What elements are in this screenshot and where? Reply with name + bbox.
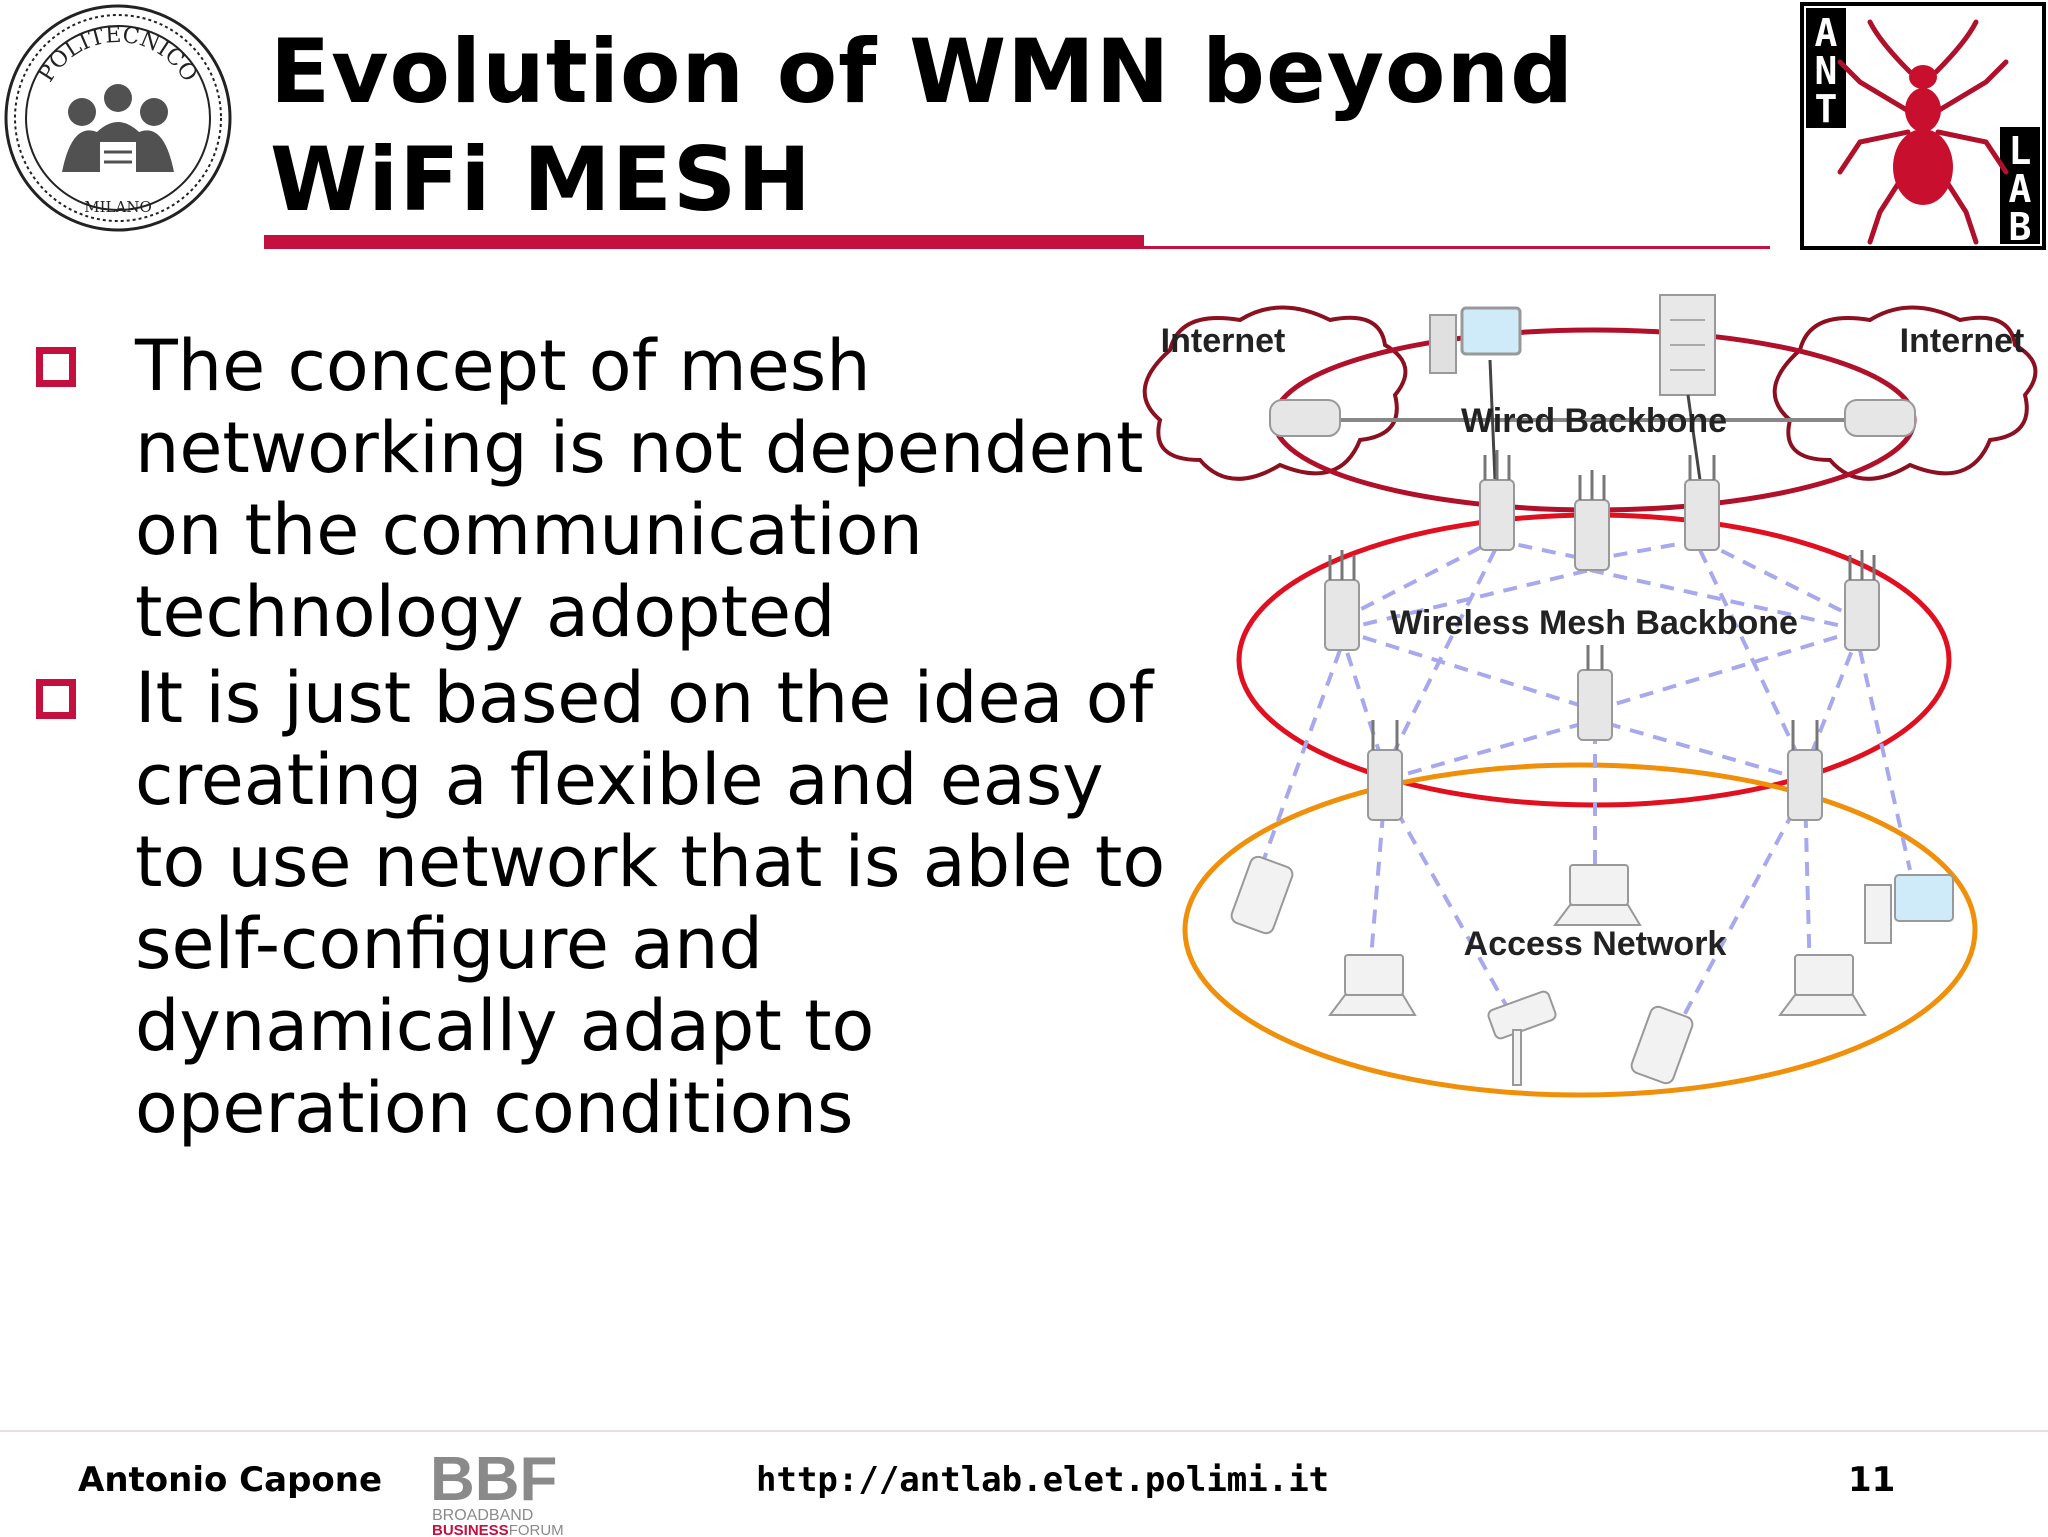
footer-divider (0, 1430, 2048, 1432)
bullet-list: The concept of mesh networking is not de… (30, 325, 1170, 1153)
pda-icon (1630, 1005, 1694, 1085)
title-underline-thin (1144, 246, 1770, 249)
footer-author: Antonio Capone (78, 1460, 383, 1500)
pda-icon (1230, 855, 1294, 935)
antlab-letter-n: N (1815, 49, 1838, 93)
bbf-logo-sub1: BROADBAND (432, 1507, 533, 1524)
router-right-icon (1844, 399, 1916, 437)
laptop-icon (1553, 864, 1642, 926)
server-rack-icon (1659, 294, 1716, 396)
access-network-label: Access Network (1464, 925, 1727, 963)
wired-backbone-label: Wired Backbone (1461, 402, 1727, 440)
bullet-text-1: The concept of mesh networking is not de… (135, 325, 1144, 653)
laptop-icon (1328, 954, 1417, 1016)
bbf-logo-main: BBF (430, 1445, 557, 1514)
internet-cloud-left-icon (1142, 305, 1408, 481)
wireless-mesh-backbone-label: Wireless Mesh Backbone (1390, 604, 1798, 642)
bbf-logo-sub2: BUSINESSFORUM (432, 1522, 564, 1536)
mesh-router-icon (1787, 749, 1823, 821)
antlab-letter-a: A (1815, 11, 1838, 55)
security-camera-icon (1487, 990, 1557, 1086)
antlab-logo: A N T L A B (1800, 2, 2046, 250)
internet-cloud-right-icon (1772, 305, 2038, 481)
mesh-router-icon (1324, 579, 1360, 651)
antlab-letter-l: L (2009, 129, 2032, 173)
footer-url: http://antlab.elet.polimi.it (756, 1460, 1330, 1500)
square-bullet-icon (36, 679, 76, 719)
title-underline-thick (264, 235, 1144, 249)
polimi-seal-bottom-text: MILANO (84, 198, 152, 216)
mesh-router-icon (1844, 579, 1880, 651)
desktop-computer-icon (1864, 874, 1954, 944)
square-bullet-icon (36, 347, 76, 387)
slide-title: Evolution of WMN beyond WiFi MESH (270, 18, 1574, 234)
wmn-architecture-diagram: Internet Internet Wired Backbone Wireles… (1142, 294, 2038, 1098)
router-left-icon (1269, 399, 1341, 437)
mesh-router-icon (1479, 479, 1515, 551)
bullet-item-2: It is just based on the idea of creating… (30, 657, 1170, 1149)
polimi-logo: POLITECNICO MILANO (4, 4, 232, 232)
internet-left-label: Internet (1161, 322, 1286, 360)
slide-title-line-1: Evolution of WMN beyond (270, 20, 1575, 123)
access-network-ring (1182, 762, 1978, 1098)
laptop-icon (1778, 954, 1867, 1016)
mesh-router-icon (1367, 749, 1403, 821)
page-number: 11 (1848, 1460, 1896, 1500)
antlab-letter-b: B (2009, 205, 2032, 249)
mesh-router-icon (1574, 499, 1610, 571)
mesh-router-icon (1577, 669, 1613, 741)
bullet-text-2: It is just based on the idea of creating… (135, 657, 1166, 1149)
antlab-letter-a2: A (2009, 167, 2032, 211)
bullet-item-1: The concept of mesh networking is not de… (30, 325, 1170, 653)
antlab-letter-t: T (1815, 87, 1838, 131)
bbf-logo: BBF BROADBAND BUSINESSFORUM (430, 1445, 564, 1536)
slide-title-line-2: WiFi MESH (270, 128, 812, 231)
mesh-router-icon (1684, 479, 1720, 551)
desktop-computer-icon (1429, 306, 1522, 374)
ant-icon (1837, 19, 2009, 245)
internet-right-label: Internet (1900, 322, 2025, 360)
